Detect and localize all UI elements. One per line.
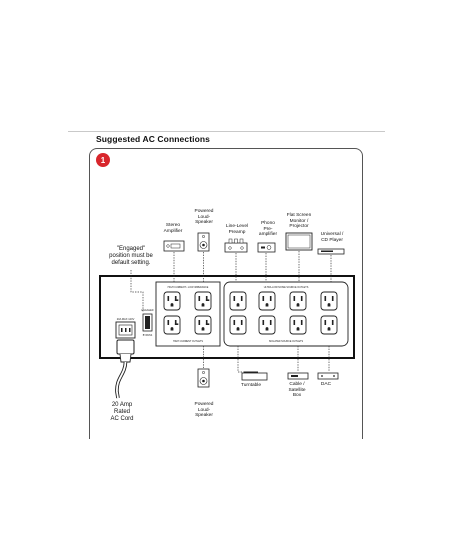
- label-turntable: Turntable: [240, 383, 262, 388]
- outlet-11: [289, 315, 307, 335]
- svg-text:BYPASS: BYPASS: [143, 334, 153, 337]
- outlet-7: [289, 291, 307, 311]
- label-universal-player: Universal / CD Player: [320, 232, 344, 243]
- outlet-8: [320, 291, 338, 311]
- outlet-9: [229, 315, 247, 335]
- outlet-4: [194, 315, 212, 335]
- flat-screen-icon: [285, 232, 313, 251]
- turntable-icon: [241, 371, 268, 381]
- label-stereo-amplifier: Stereo Amplifier: [163, 223, 183, 234]
- svg-text:ISOLATED SOURCE OUTLETS: ISOLATED SOURCE OUTLETS: [269, 340, 304, 343]
- label-powered-speaker-top: Powered Loud- Speaker: [194, 209, 214, 226]
- label-phono-preamp: Phono Pre- amplifier: [258, 221, 278, 238]
- outlet-5: [229, 291, 247, 311]
- preamp-icon: [224, 238, 248, 253]
- section-divider: [68, 131, 385, 132]
- label-cable-box: Cable / Satellite Box: [288, 382, 306, 399]
- cable-box-icon: [287, 372, 309, 380]
- svg-text:20A MAX 120V: 20A MAX 120V: [117, 317, 135, 321]
- svg-text:ULTRA-LOW NOISE SOURCE OUTLETS: ULTRA-LOW NOISE SOURCE OUTLETS: [264, 286, 309, 289]
- diagram-frame: [89, 148, 363, 439]
- outlet-10: [258, 315, 276, 335]
- outlet-1: [163, 291, 181, 311]
- step-badge: 1: [96, 153, 110, 167]
- label-flat-screen: Flat Screen Monitor / Projector: [286, 213, 312, 230]
- stereo-amplifier-icon: [163, 240, 185, 252]
- svg-text:ENGAGED: ENGAGED: [142, 309, 154, 312]
- label-line-level-preamp: Line-Level Preamp: [225, 224, 249, 235]
- phono-preamp-icon: [257, 242, 276, 253]
- speaker-bottom-icon: [197, 368, 210, 388]
- ac-cord: [115, 339, 135, 399]
- cd-player-icon: [317, 248, 345, 255]
- svg-text:HIGH CURRENT OUTLETS: HIGH CURRENT OUTLETS: [173, 340, 203, 343]
- power-switch: ENGAGED BYPASS: [142, 309, 154, 337]
- high-current-bank: [155, 281, 221, 347]
- label-powered-speaker-bottom: Powered Loud- Speaker: [194, 402, 214, 419]
- speaker-top-icon: [197, 232, 210, 252]
- svg-text:HIGH CURRENT • LOW IMPEDANCE: HIGH CURRENT • LOW IMPEDANCE: [168, 286, 209, 289]
- outlet-3: [163, 315, 181, 335]
- label-dac: DAC: [320, 382, 332, 387]
- dac-icon: [317, 372, 339, 380]
- section-title: Suggested AC Connections: [96, 134, 211, 144]
- source-bank: [223, 281, 349, 347]
- ac-cord-label: 20 Amp Rated AC Cord: [110, 402, 134, 422]
- outlet-2: [194, 291, 212, 311]
- outlet-6: [258, 291, 276, 311]
- engaged-note: "Engaged" position must be default setti…: [109, 246, 153, 266]
- outlet-12: [320, 315, 338, 335]
